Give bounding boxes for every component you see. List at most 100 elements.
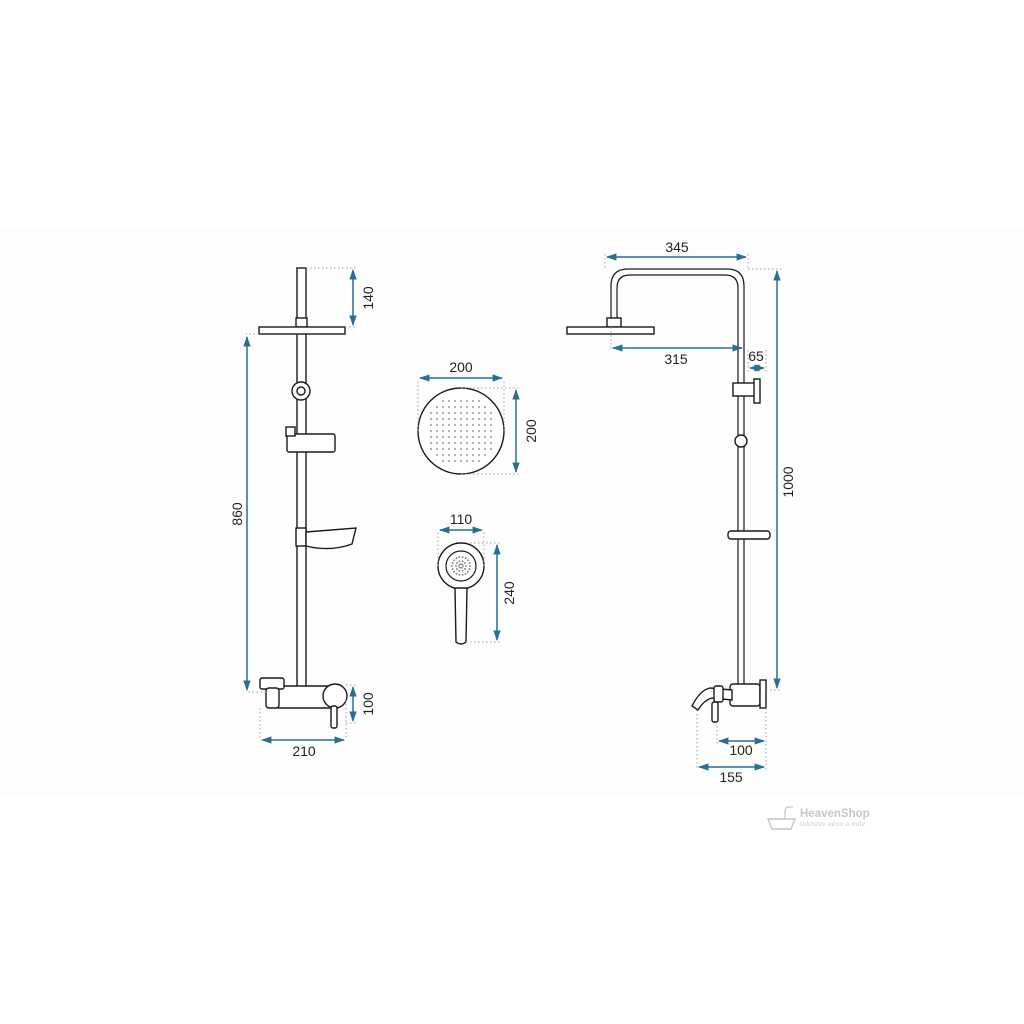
nozzle-dot <box>460 400 462 402</box>
nozzle-dot <box>430 430 432 432</box>
nozzle-dot <box>466 412 468 414</box>
nozzle-dot <box>466 442 468 444</box>
nozzle-dot <box>490 430 492 432</box>
nozzle-dot <box>472 460 474 462</box>
nozzle-dot <box>454 448 456 450</box>
hand-nozzle-dot <box>455 565 457 567</box>
nozzle-dot <box>484 406 486 408</box>
hand-nozzle-dot <box>461 573 464 576</box>
nozzle-dot <box>490 412 492 414</box>
nozzle-dot <box>436 424 438 426</box>
hand-nozzle-dot <box>461 563 463 566</box>
hand-nozzle-dot <box>459 566 461 569</box>
dim-spout-depth: 155 <box>719 769 743 785</box>
nozzle-dot <box>454 436 456 438</box>
dim-total-height: 860 <box>229 502 245 526</box>
head-connector <box>295 317 308 328</box>
nozzle-dot <box>454 418 456 420</box>
nozzle-dot <box>478 436 480 438</box>
dim-arm-to-head: 315 <box>664 351 688 367</box>
nozzle-dot <box>454 442 456 444</box>
overhead-head-edge <box>258 326 346 335</box>
nozzle-dot <box>454 454 456 456</box>
nozzle-dot <box>448 418 450 420</box>
spout <box>265 687 280 709</box>
nozzle-dot <box>472 412 474 414</box>
nozzle-dot <box>442 400 444 402</box>
nozzle-dot <box>454 424 456 426</box>
nozzle-dot <box>430 418 432 420</box>
hand-nozzle-dot <box>458 556 461 559</box>
hand-nozzle-dot <box>455 572 458 575</box>
nozzle-dot <box>430 436 432 438</box>
hand-nozzle-dot <box>451 565 453 567</box>
dim-overhead-height: 200 <box>523 419 539 443</box>
nozzle-dot <box>478 418 480 420</box>
hand-nozzle-dot <box>464 568 466 570</box>
hand-nozzle-dot <box>468 562 471 564</box>
nozzle-dot <box>460 430 462 432</box>
nozzle-dot <box>460 406 462 408</box>
nozzle-dot <box>436 430 438 432</box>
nozzle-dot <box>478 406 480 408</box>
nozzle-dot <box>484 454 486 456</box>
nozzle-dot <box>472 454 474 456</box>
hand-nozzle-dot <box>453 570 456 573</box>
hand-nozzle-dot <box>459 563 461 566</box>
hand-nozzle-dot <box>458 569 461 572</box>
soap-dish-clamp <box>295 527 307 547</box>
front-view: 140 860 100 210 <box>229 267 376 759</box>
nozzle-dot <box>472 448 474 450</box>
nozzle-dot <box>466 424 468 426</box>
watermark: HeavenShop lukrativ něco o míle <box>766 806 870 830</box>
nozzle-dot <box>442 412 444 414</box>
hand-nozzle-dot <box>456 562 458 564</box>
nozzle-dot <box>442 424 444 426</box>
nozzle-dot <box>460 424 462 426</box>
nozzle-dot <box>466 460 468 462</box>
nozzle-dot <box>442 430 444 432</box>
overhead-shower-view: 200 200 <box>417 359 539 475</box>
drawing-background <box>0 228 1024 796</box>
nozzle-dot <box>442 454 444 456</box>
hand-nozzle-dot <box>461 556 464 559</box>
nozzle-dot <box>436 448 438 450</box>
nozzle-dot <box>454 406 456 408</box>
nozzle-dot <box>436 412 438 414</box>
hand-nozzle-dot <box>456 568 458 570</box>
dim-head-arm: 140 <box>360 286 376 310</box>
nozzle-dot <box>484 442 486 444</box>
nozzle-dot <box>448 454 450 456</box>
nozzle-dot <box>472 442 474 444</box>
nozzle-dot <box>448 448 450 450</box>
dim-hand-height: 240 <box>501 581 517 605</box>
nozzle-dot <box>466 400 468 402</box>
nozzle-dot <box>478 454 480 456</box>
nozzle-dot <box>478 400 480 402</box>
hand-nozzle-dot <box>466 559 469 562</box>
hand-nozzle-dot <box>466 570 469 573</box>
nozzle-dot <box>484 418 486 420</box>
nozzle-dot <box>448 460 450 462</box>
nozzle-dot <box>448 430 450 432</box>
nozzle-dot <box>448 406 450 408</box>
hand-nozzle-dot <box>465 565 467 567</box>
wall-bracket <box>732 382 756 397</box>
hand-nozzle-dot <box>461 566 463 569</box>
nozzle-dot <box>478 412 480 414</box>
nozzle-dot <box>484 412 486 414</box>
bathtub-icon <box>766 806 797 830</box>
watermark-brand: HeavenShop <box>800 808 870 820</box>
nozzle-dot <box>454 400 456 402</box>
nozzle-dot <box>436 406 438 408</box>
dim-arm-reach: 345 <box>665 239 689 255</box>
nozzle-dot <box>472 400 474 402</box>
hand-nozzle-dot <box>469 565 471 567</box>
hand-nozzle-dot <box>455 557 458 560</box>
nozzle-dot <box>442 436 444 438</box>
nozzle-dot <box>448 400 450 402</box>
nozzle-dot <box>442 418 444 420</box>
riser-arm-outer <box>610 268 745 686</box>
hand-nozzle-dot <box>461 569 464 572</box>
nozzle-dot <box>442 442 444 444</box>
